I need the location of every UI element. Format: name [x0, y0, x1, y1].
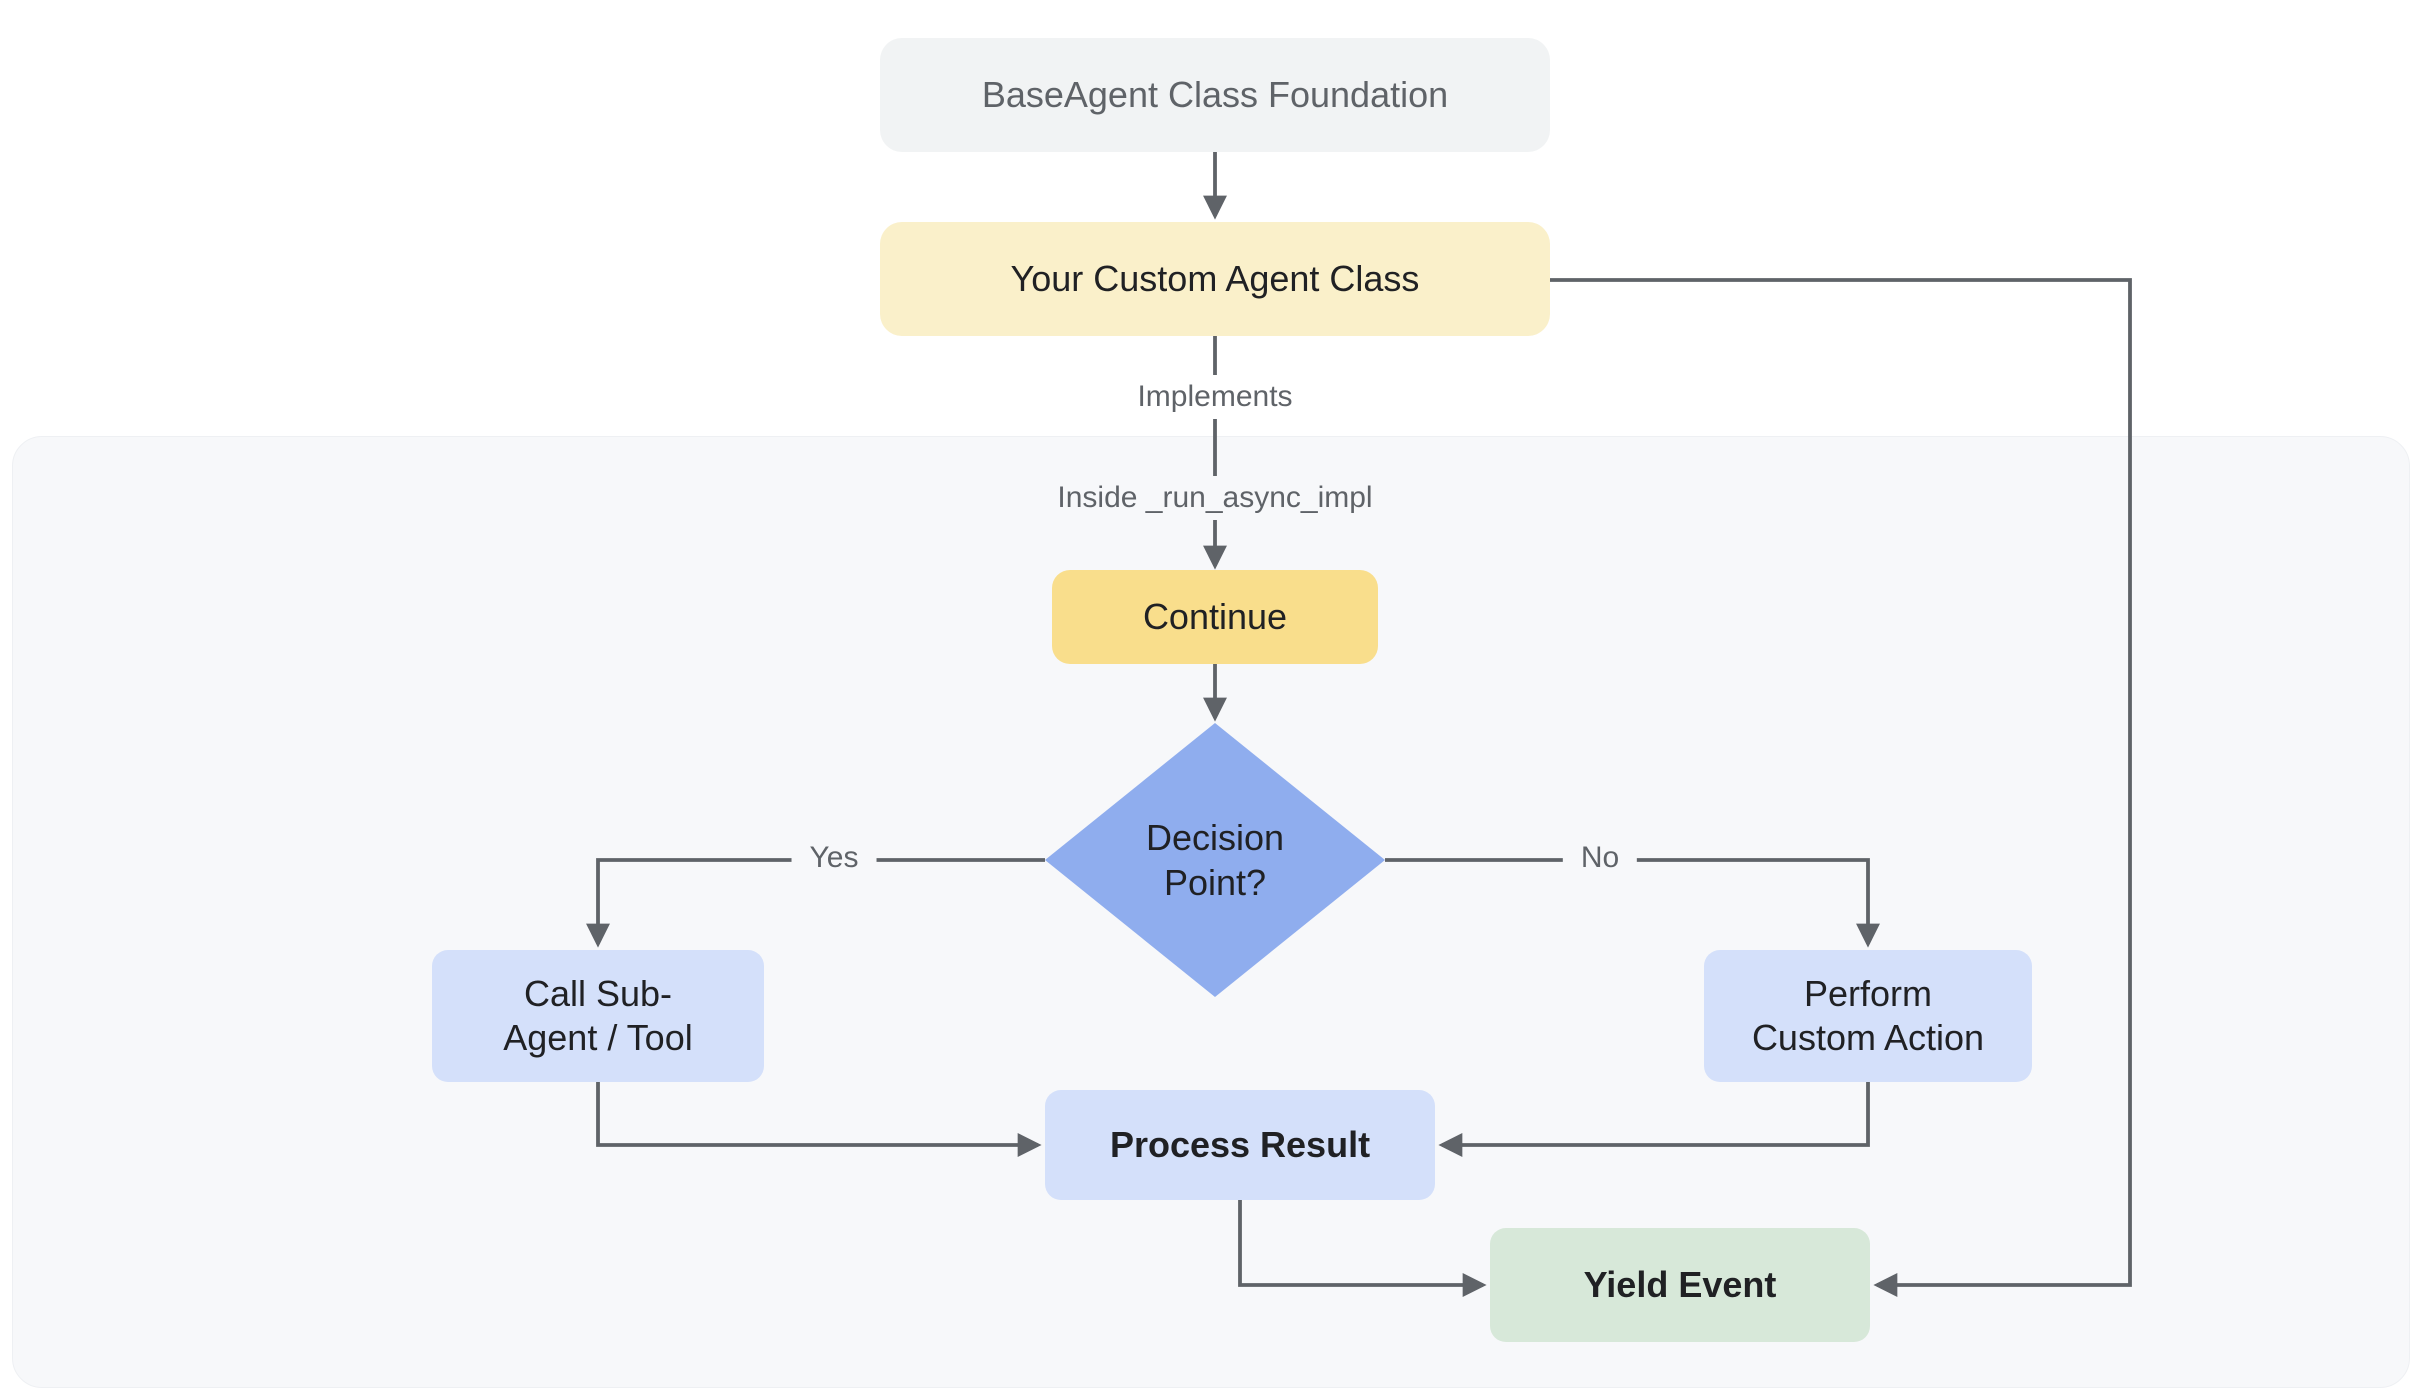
edge-label-inside-run-async-impl: Inside _run_async_impl [1039, 476, 1391, 520]
edge-perform-custom-to-process-result [1438, 1082, 1870, 1157]
node-decision-point-label-line2: Point? [1163, 862, 1267, 903]
node-call-sub-agent-tool: Call Sub- Agent / Tool [432, 950, 764, 1082]
node-perform-custom-action: Perform Custom Action [1704, 950, 2032, 1082]
node-yield-event-label: Yield Event [1583, 1264, 1777, 1305]
node-decision-point-label-line1: Decision [1145, 817, 1285, 858]
node-process-result-label: Process Result [1109, 1124, 1371, 1165]
node-process-result: Process Result [1045, 1090, 1435, 1200]
node-perform-custom-action-label-line1: Perform [1803, 973, 1933, 1014]
edge-decision-no-to-perform-custom [1385, 858, 1880, 948]
node-custom-agent-class-label: Your Custom Agent Class [1010, 258, 1420, 299]
node-yield-event: Yield Event [1490, 1228, 1870, 1342]
node-perform-custom-action-label-line2: Custom Action [1751, 1017, 1985, 1058]
edge-custom-agent-to-yield-event [1550, 278, 2132, 1297]
edge-label-no: No [1562, 836, 1638, 880]
node-baseagent-foundation: BaseAgent Class Foundation [880, 38, 1550, 152]
edge-decision-yes-to-call-sub-agent [586, 858, 1045, 948]
node-baseagent-foundation-label: BaseAgent Class Foundation [981, 74, 1449, 115]
node-custom-agent-class: Your Custom Agent Class [880, 222, 1550, 336]
edge-label-yes: Yes [791, 836, 877, 880]
edge-label-implements: Implements [1119, 375, 1311, 419]
edge-process-result-to-yield-event [1238, 1200, 1487, 1297]
node-continue-label: Continue [1142, 596, 1288, 637]
node-continue: Continue [1052, 570, 1378, 664]
edge-call-sub-agent-to-process-result [596, 1082, 1042, 1157]
node-call-sub-agent-tool-label-line1: Call Sub- [523, 973, 673, 1014]
node-call-sub-agent-tool-label-line2: Agent / Tool [503, 1017, 693, 1058]
